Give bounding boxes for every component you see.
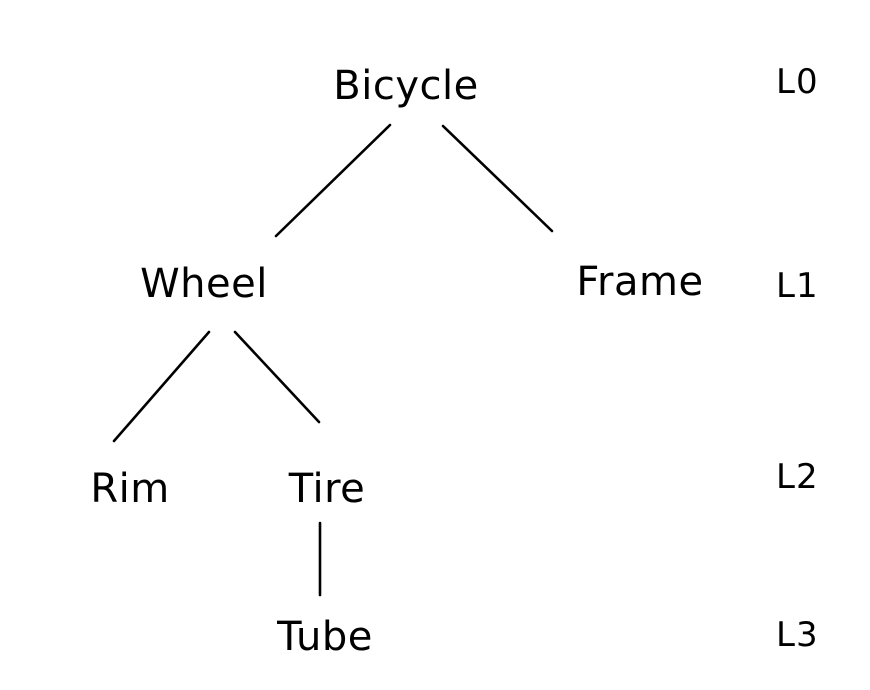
node-rim[interactable]: Rim bbox=[90, 465, 170, 512]
level-label-l2: L2 bbox=[776, 457, 819, 498]
level-label-l1: L1 bbox=[776, 266, 819, 307]
node-bicycle[interactable]: Bicycle bbox=[333, 62, 479, 109]
node-wheel[interactable]: Wheel bbox=[140, 260, 268, 307]
level-label-l3: L3 bbox=[776, 615, 819, 656]
node-tire[interactable]: Tire bbox=[288, 465, 366, 512]
level-label-l0: L0 bbox=[776, 62, 819, 103]
edge-bicycle-to-frame bbox=[441, 124, 554, 233]
node-frame[interactable]: Frame bbox=[576, 258, 704, 305]
edge-wheel-to-rim bbox=[112, 330, 211, 443]
edge-bicycle-to-wheel bbox=[274, 123, 392, 238]
node-tube[interactable]: Tube bbox=[277, 613, 373, 660]
edge-wheel-to-tire bbox=[233, 330, 321, 424]
